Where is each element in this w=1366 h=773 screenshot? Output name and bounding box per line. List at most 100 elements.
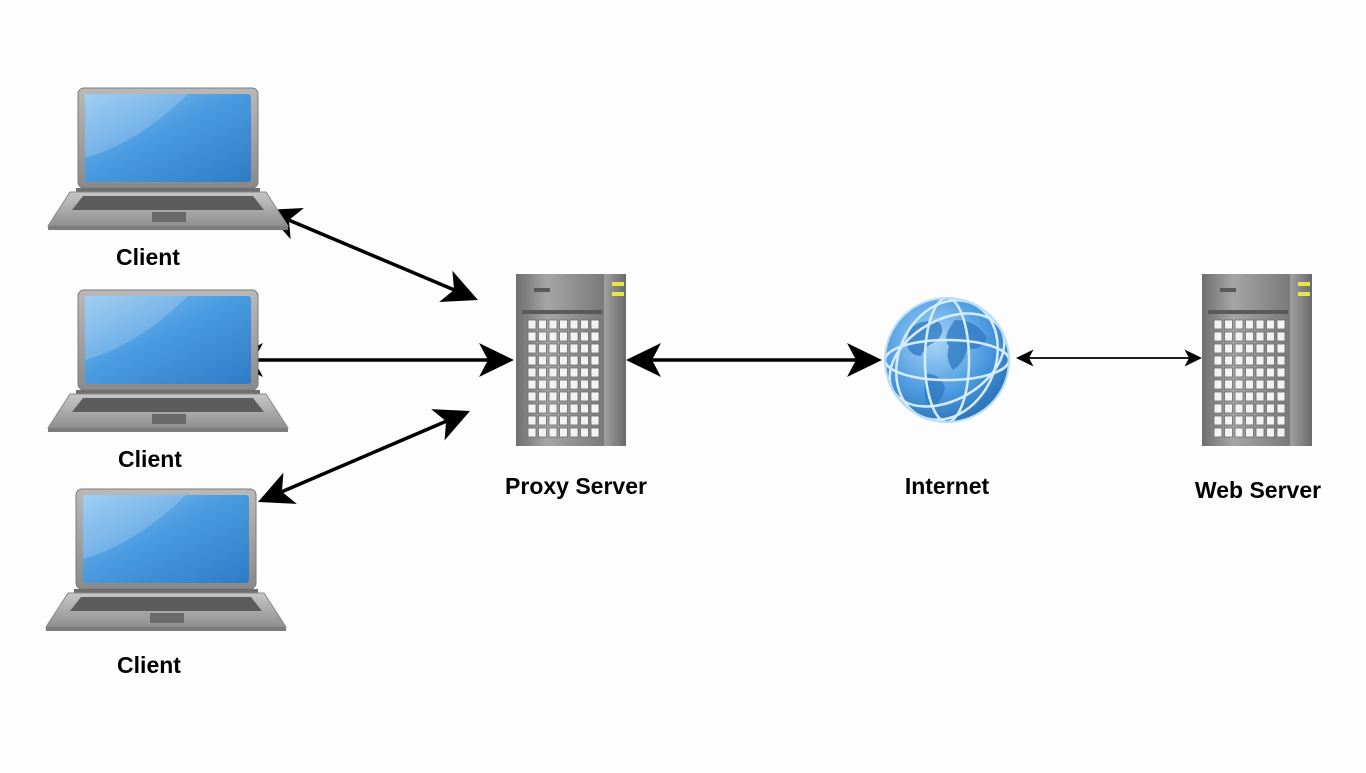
server-slot <box>534 288 550 292</box>
client-1-label: Client <box>116 244 180 270</box>
server-vent <box>1276 367 1286 378</box>
server-vent <box>580 391 589 402</box>
server-vent <box>1213 331 1223 342</box>
server-vent <box>1276 355 1286 366</box>
server-vent <box>1213 391 1223 402</box>
server-side <box>604 274 626 446</box>
server-vent <box>1266 331 1275 342</box>
server-vent <box>1255 379 1265 390</box>
server-vent <box>1276 427 1286 438</box>
server-vent <box>1266 319 1275 330</box>
server-vent <box>1234 319 1244 330</box>
internet-label: Internet <box>904 473 990 499</box>
server-vent <box>1213 355 1223 366</box>
laptop-touchpad <box>152 414 186 424</box>
laptop-screen <box>83 495 249 583</box>
server-vent <box>1276 403 1286 414</box>
server-vent <box>1234 367 1244 378</box>
screen-glare <box>83 495 186 559</box>
server-vent <box>590 427 600 438</box>
server-bezel <box>522 310 602 314</box>
globe-continent <box>946 320 987 370</box>
server-vent <box>590 355 600 366</box>
server-vent <box>548 319 558 330</box>
server-vent-grid <box>527 319 600 438</box>
client-1-laptop-icon <box>47 87 289 230</box>
screen-glare <box>85 94 188 158</box>
server-vent <box>548 415 558 426</box>
server-vent <box>590 415 600 426</box>
server-vent <box>1213 319 1223 330</box>
server-vent <box>1245 343 1254 354</box>
server-vent <box>1213 343 1223 354</box>
arrowhead-end <box>1184 349 1202 367</box>
edge-line <box>280 419 448 494</box>
server-vent <box>1213 403 1223 414</box>
server-vent <box>1245 391 1254 402</box>
laptop-hinge <box>74 589 258 593</box>
server-vent <box>1255 403 1265 414</box>
server-vent <box>1224 427 1233 438</box>
client-2-label: Client <box>118 446 182 472</box>
server-vent <box>1266 403 1275 414</box>
server-vent <box>569 379 579 390</box>
proxy-server-label: Proxy Server <box>505 473 647 499</box>
server-vent <box>1234 391 1244 402</box>
server-vent <box>548 343 558 354</box>
server-vent <box>1276 391 1286 402</box>
laptop-keyboard <box>70 597 262 611</box>
laptop-screen <box>85 94 251 182</box>
server-vent <box>1234 427 1244 438</box>
edge-client-2-proxy-server <box>228 343 514 377</box>
server-vent <box>1245 319 1254 330</box>
server-side <box>1290 274 1312 446</box>
server-vent <box>1255 391 1265 402</box>
server-vent <box>569 331 579 342</box>
server-vent <box>590 343 600 354</box>
server-vent <box>1276 331 1286 342</box>
laptop-keyboard <box>72 196 264 210</box>
server-vent <box>1255 367 1265 378</box>
server-vent <box>569 319 579 330</box>
server-vent <box>569 391 579 402</box>
server-vent <box>527 343 537 354</box>
server-vent <box>1224 343 1233 354</box>
proxy-server-server-icon <box>516 274 626 446</box>
server-led <box>1298 292 1310 296</box>
server-vent <box>580 379 589 390</box>
edge-internet-web-server <box>1016 349 1202 367</box>
server-vent <box>559 319 568 330</box>
server-vent <box>580 319 589 330</box>
client-3-label: Client <box>117 652 181 678</box>
server-vent <box>569 403 579 414</box>
server-led <box>612 282 624 286</box>
server-vent <box>538 331 547 342</box>
arrowhead-end <box>479 343 514 377</box>
server-vent <box>1213 427 1223 438</box>
server-vent <box>1234 415 1244 426</box>
server-bezel <box>1208 310 1288 314</box>
server-vent <box>590 331 600 342</box>
server-vent <box>590 367 600 378</box>
server-vent <box>580 367 589 378</box>
server-vent <box>1224 331 1233 342</box>
server-vent <box>580 415 589 426</box>
client-3-laptop-icon <box>45 488 287 631</box>
web-server-server-icon <box>1202 274 1312 446</box>
server-vent <box>569 355 579 366</box>
server-vent <box>548 331 558 342</box>
laptop-keyboard <box>72 398 264 412</box>
server-vent <box>1266 415 1275 426</box>
server-vent <box>1276 379 1286 390</box>
server-vent <box>1224 355 1233 366</box>
server-vent <box>538 415 547 426</box>
server-vent <box>538 355 547 366</box>
server-vent <box>548 403 558 414</box>
server-vent <box>590 319 600 330</box>
server-vent <box>538 367 547 378</box>
server-vent <box>580 355 589 366</box>
server-vent <box>1224 319 1233 330</box>
server-vent <box>1224 403 1233 414</box>
arrowhead-start <box>1016 349 1034 367</box>
